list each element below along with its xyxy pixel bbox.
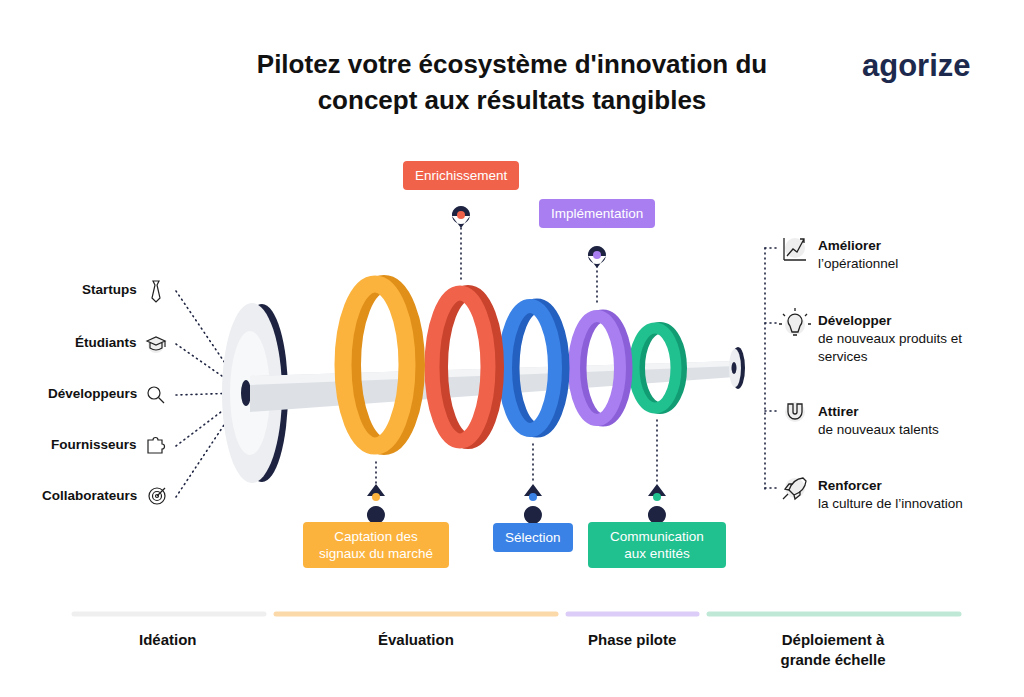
callout-text: Implémentation	[551, 205, 643, 222]
source-label: Startups	[82, 281, 137, 299]
stage-callout: Communication aux entités	[588, 522, 726, 568]
callout-text: Sélection	[505, 529, 561, 546]
goal-heading: Attirer	[818, 403, 859, 421]
diagram-title: Pilotez votre écosystème d'innovation du…	[212, 46, 812, 118]
phase-bars	[74, 612, 959, 617]
phase-label: Phase pilote	[588, 630, 676, 650]
callout-text: Captation des signaux du marché	[315, 528, 437, 562]
source-label: Collaborateurs	[42, 487, 137, 505]
callout-text: Communication aux entités	[600, 528, 714, 562]
phase-label: Idéation	[139, 630, 197, 650]
stage-callout: Enrichissement	[403, 161, 519, 190]
source-label: Fournisseurs	[51, 436, 137, 454]
goal-text: la culture de l’innovation	[818, 495, 963, 513]
goal-text: de nouveaux produits et services	[818, 330, 968, 366]
source-label: Développeurs	[48, 385, 137, 403]
goal-text: l’opérationnel	[818, 255, 898, 273]
goal-text: de nouveaux talents	[818, 421, 939, 439]
pins	[367, 206, 666, 524]
rings	[343, 284, 681, 446]
goal-icons	[779, 238, 811, 499]
goal-heading: Renforcer	[818, 477, 882, 495]
source-label: Étudiants	[75, 334, 137, 352]
callout-text: Enrichissement	[415, 167, 507, 184]
leader-lines	[176, 228, 778, 497]
phase-label: Déploiement à grande échelle	[763, 630, 903, 670]
phase-label: Évaluation	[378, 630, 454, 650]
brand-logo: agorize	[862, 46, 971, 86]
goal-heading: Améliorer	[818, 237, 881, 255]
stage-callout: Implémentation	[539, 199, 655, 228]
goal-heading: Développer	[818, 312, 892, 330]
stage-callout: Sélection	[493, 523, 573, 552]
stage-callout: Captation des signaux du marché	[303, 522, 449, 568]
source-icons	[147, 281, 165, 504]
